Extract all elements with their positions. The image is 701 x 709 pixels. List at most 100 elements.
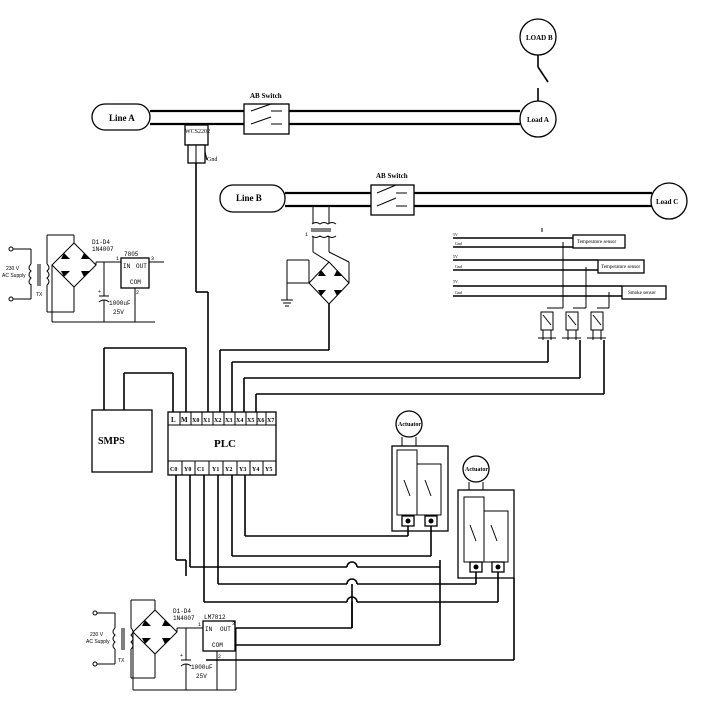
supply-top-diodes-1: D1-D4 [92, 239, 110, 246]
line-b-label: Line B [236, 193, 262, 203]
plc-output-y0: Y0 [184, 467, 191, 473]
actuator-2-motor [462, 455, 490, 483]
actuator-2: Actuator [457, 455, 515, 579]
svg-text:1: 1 [305, 232, 308, 238]
svg-text:2: 2 [136, 290, 139, 296]
supply-top-ac-1: 230 V [6, 266, 20, 272]
svg-text:COM: COM [130, 279, 141, 286]
plc-output-terminals: C0 Y0 C1 Y1 Y2 Y3 Y4 Y5 [170, 461, 272, 475]
supply-bottom-diodes-1: D1-D4 [173, 608, 191, 615]
svg-text:Gnd: Gnd [455, 290, 462, 295]
bridge-rectifier-line-b [308, 261, 350, 305]
plc-input-l: L [171, 416, 176, 424]
actuator-1-label: Actuator [398, 422, 421, 428]
plc-input-x5: X5 [247, 418, 254, 424]
svg-text:3: 3 [232, 621, 235, 627]
svg-text:IN: IN [205, 626, 213, 633]
supply-top-diodes-2: 1N4007 [92, 246, 114, 253]
supply-bottom-ac-2: AC Supply [86, 639, 110, 645]
svg-text:OUT: OUT [220, 626, 231, 633]
svg-text:Smoke sensor: Smoke sensor [628, 291, 656, 296]
actuator-2-label: Actuator [465, 467, 488, 473]
svg-text:IN: IN [123, 263, 131, 270]
svg-text:Temperature sensor: Temperature sensor [577, 240, 617, 245]
plc-input-m: M [181, 416, 188, 424]
sensor-relays [538, 311, 606, 340]
smps-label: SMPS [98, 436, 125, 447]
sensor-bus: 5V Gnd Temperature sensor 5V Gnd Tempera… [231, 228, 667, 412]
plc-input-x4: X4 [236, 418, 243, 424]
plc-output-y5: Y5 [265, 467, 272, 473]
load-c-label: Load C [656, 198, 678, 206]
regulator-lm7812 [202, 620, 236, 652]
power-supply-7805: 230 V AC Supply TX D1-D4 1N4007 1 7805 I… [2, 234, 164, 323]
line-a-box [91, 103, 151, 131]
wcs2202-sensor [184, 124, 209, 146]
regulator-7805 [120, 257, 150, 289]
plc: L M X0 X1 X2 X3 X4 X5 X6 X7 PLC C0 Y0 C1… [167, 411, 277, 476]
plc-output-y2: Y2 [225, 467, 232, 473]
svg-text:Gnd: Gnd [455, 241, 462, 246]
temperature-sensor-1 [572, 234, 626, 249]
svg-text:COM: COM [212, 642, 223, 649]
svg-text:5V: 5V [453, 254, 458, 259]
svg-text:5V: 5V [453, 279, 458, 284]
svg-text:2: 2 [218, 654, 221, 660]
plc-output-wiring [175, 475, 515, 661]
supply-bottom-cap-2: 25V [196, 673, 207, 680]
svg-text:1: 1 [116, 256, 119, 262]
line-a-section: Line A AB Switch Load A LOAD B WCS2202 G… [91, 18, 557, 412]
smps-box [91, 409, 153, 473]
svg-text:+: + [180, 653, 183, 659]
load-a-label: Load A [527, 116, 549, 124]
supply-bottom-ac-1: 230 V [90, 632, 104, 638]
plc-input-x7: X7 [267, 418, 274, 424]
supply-top-tx: TX [36, 292, 43, 298]
plc-output-c0: C0 [170, 467, 177, 473]
actuator-1: Actuator [391, 410, 449, 532]
wcs2202-gnd: Gnd [207, 157, 217, 163]
svg-text:3: 3 [151, 256, 154, 262]
ab-switch-1-label: AB Switch [250, 92, 282, 100]
supply-top-cap-2: 25V [113, 309, 124, 316]
plc-input-x0: X0 [192, 418, 199, 424]
plc-body [167, 411, 277, 476]
smoke-sensor [621, 285, 667, 300]
svg-text:Temperature sensor: Temperature sensor [601, 265, 641, 270]
line-b-section: Line B AB Switch Load C 1 [219, 172, 688, 412]
plc-output-y1: Y1 [212, 467, 219, 473]
load-c [650, 182, 688, 220]
plc-input-terminals: L M X0 X1 X2 X3 X4 X5 X6 X7 [171, 412, 274, 425]
supply-top-ac-2: AC Supply [2, 273, 26, 279]
temperature-sensor-2 [597, 259, 645, 274]
supply-bottom-cap-1: 1000uF [191, 664, 213, 671]
line-a-label: Line A [109, 113, 135, 123]
load-b-label: LOAD B [526, 34, 553, 42]
bridge-rectifier-bottom [132, 609, 178, 655]
power-supply-lm7812: 230 V AC Supply TX D1-D4 1N4007 1 LM7812… [86, 599, 237, 691]
svg-text:+: + [98, 289, 101, 295]
plc-title: PLC [214, 438, 236, 450]
wcs2202-label: WCS2202 [185, 129, 210, 135]
svg-text:1: 1 [198, 622, 201, 628]
regulator-7805-label: 7805 [124, 251, 139, 258]
supply-bottom-tx: TX [118, 658, 125, 664]
plc-output-y4: Y4 [252, 467, 259, 473]
ab-switch-2-label: AB Switch [376, 172, 408, 180]
svg-text:OUT: OUT [136, 263, 147, 270]
supply-bottom-diodes-2: 1N4007 [173, 615, 195, 622]
supply-top-cap-1: 1000uF [109, 300, 131, 307]
plc-input-x6: X6 [257, 418, 264, 424]
line-b-box [219, 184, 286, 213]
plc-output-y3: Y3 [239, 467, 246, 473]
actuator-1-motor [395, 410, 423, 438]
plc-output-c1: C1 [197, 467, 204, 473]
smps: SMPS [91, 347, 187, 473]
regulator-lm7812-label: LM7812 [204, 614, 226, 621]
plc-input-x3: X3 [225, 418, 232, 424]
plc-input-x1: X1 [203, 418, 210, 424]
svg-text:Gnd: Gnd [455, 264, 462, 269]
bridge-rectifier-top [51, 242, 97, 288]
svg-text:5V: 5V [453, 232, 458, 237]
